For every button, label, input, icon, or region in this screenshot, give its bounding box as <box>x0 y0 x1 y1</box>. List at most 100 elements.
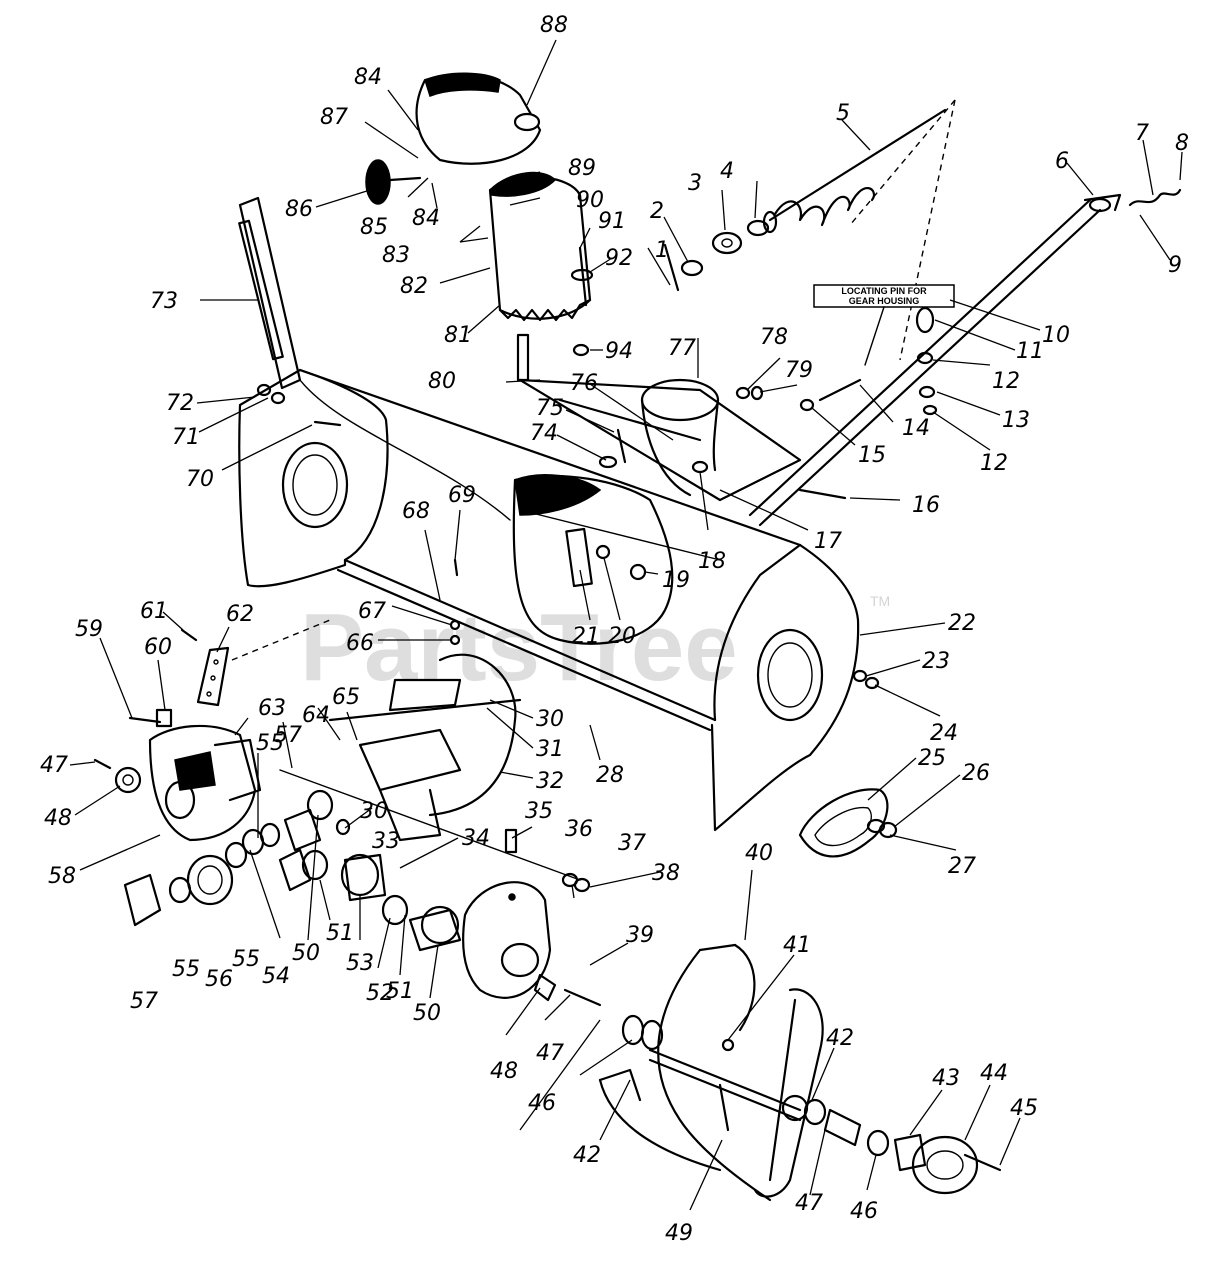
callout-80: 80 <box>428 369 456 394</box>
callout-51b: 51 <box>386 979 414 1004</box>
callout-82: 82 <box>400 274 428 299</box>
callout-36: 36 <box>565 817 593 842</box>
callout-92: 92 <box>605 246 633 271</box>
callout-66: 66 <box>346 631 374 656</box>
skid-shoe <box>798 788 898 858</box>
callout-87: 87 <box>320 105 348 130</box>
gear-housing <box>148 724 262 842</box>
callout-84a: 84 <box>354 65 382 90</box>
drive-train <box>123 769 581 952</box>
callout-27: 27 <box>948 854 976 879</box>
callout-86: 86 <box>285 197 313 222</box>
callout-69: 69 <box>448 483 476 508</box>
callout-78: 78 <box>760 325 788 350</box>
callout-46b: 46 <box>850 1199 878 1224</box>
gear-cover <box>462 828 602 1007</box>
callout-12b: 12 <box>980 451 1008 476</box>
callout-5: 5 <box>836 101 850 126</box>
callout-34: 34 <box>462 826 490 851</box>
callout-2: 2 <box>650 199 664 224</box>
callout-16: 16 <box>912 493 940 518</box>
deflector-knob[interactable] <box>365 159 422 205</box>
callout-60: 60 <box>144 635 172 660</box>
callout-81: 81 <box>444 323 472 348</box>
callout-43: 43 <box>932 1066 960 1091</box>
callout-55c: 55 <box>232 947 260 972</box>
callout-91: 91 <box>598 209 626 234</box>
callout-42b: 42 <box>573 1143 601 1168</box>
callout-47a: 47 <box>40 753 68 778</box>
callout-84b: 84 <box>412 206 440 231</box>
callout-26: 26 <box>962 761 990 786</box>
callout-67: 67 <box>358 599 386 624</box>
callout-10: 10 <box>1042 323 1070 348</box>
callout-47b: 47 <box>536 1041 564 1066</box>
callout-53: 53 <box>346 951 374 976</box>
callout-83: 83 <box>382 243 410 268</box>
callout-11: 11 <box>1016 339 1044 364</box>
chute-crank-worm <box>762 108 947 234</box>
callout-57a: 57 <box>274 723 302 748</box>
callout-65: 65 <box>332 685 360 710</box>
callout-12a: 12 <box>992 369 1020 394</box>
watermark-tm: TM <box>870 593 890 609</box>
callout-88: 88 <box>540 13 568 38</box>
callout-47c: 47 <box>795 1191 823 1216</box>
callout-30a: 30 <box>536 707 564 732</box>
callout-6: 6 <box>1055 149 1069 174</box>
callout-89: 89 <box>568 156 596 181</box>
callout-55a: 55 <box>256 731 284 756</box>
callout-51a: 51 <box>326 921 354 946</box>
callout-18: 18 <box>698 549 726 574</box>
gear-housing-bracket <box>196 619 331 707</box>
note-line-2: GEAR HOUSING <box>849 296 920 306</box>
callout-22: 22 <box>948 611 976 636</box>
callout-62: 62 <box>226 602 254 627</box>
auger-housing <box>238 368 860 832</box>
callout-9: 9 <box>1168 253 1182 278</box>
callout-8: 8 <box>1175 131 1189 156</box>
callout-58: 58 <box>48 864 76 889</box>
callout-32: 32 <box>536 769 564 794</box>
chute-opening <box>512 378 802 645</box>
callout-13: 13 <box>1002 408 1030 433</box>
callout-37: 37 <box>618 831 646 856</box>
callout-55b: 55 <box>172 957 200 982</box>
callout-30b: 30 <box>360 799 388 824</box>
callout-14: 14 <box>902 416 930 441</box>
callout-73: 73 <box>150 289 178 314</box>
callout-33: 33 <box>372 829 400 854</box>
callout-45: 45 <box>1010 1096 1038 1121</box>
callout-17: 17 <box>814 529 842 554</box>
chute-crank-bracket <box>238 196 302 390</box>
callout-68: 68 <box>402 499 430 524</box>
callout-4: 4 <box>720 159 734 184</box>
callout-41: 41 <box>783 933 811 958</box>
callout-48a: 48 <box>44 806 72 831</box>
callout-56: 56 <box>205 967 233 992</box>
callout-77: 77 <box>668 336 696 361</box>
callout-labels: 1 2 3 4 5 6 7 8 9 10 11 12 12 13 14 15 1… <box>40 13 1189 1246</box>
callout-7: 7 <box>1135 121 1149 146</box>
callout-21: 21 <box>572 624 600 649</box>
callout-50a: 50 <box>292 941 320 966</box>
callout-15: 15 <box>858 443 886 468</box>
impeller <box>328 653 522 842</box>
callout-48b: 48 <box>490 1059 518 1084</box>
callout-52: 52 <box>366 981 394 1006</box>
callout-94: 94 <box>605 339 633 364</box>
callout-71: 71 <box>172 425 200 450</box>
callout-46a: 46 <box>528 1091 556 1116</box>
locating-pin-note: LOCATING PIN FOR GEAR HOUSING <box>813 284 955 366</box>
callout-44: 44 <box>980 1061 1008 1086</box>
leader-lines <box>69 39 1183 1211</box>
callout-23: 23 <box>922 649 950 674</box>
callout-75: 75 <box>536 396 564 421</box>
callout-79: 79 <box>785 358 813 383</box>
callout-28: 28 <box>596 763 624 788</box>
callout-42a: 42 <box>826 1026 854 1051</box>
callout-40: 40 <box>745 841 773 866</box>
note-line-1: LOCATING PIN FOR <box>841 286 927 296</box>
callout-70: 70 <box>186 467 214 492</box>
